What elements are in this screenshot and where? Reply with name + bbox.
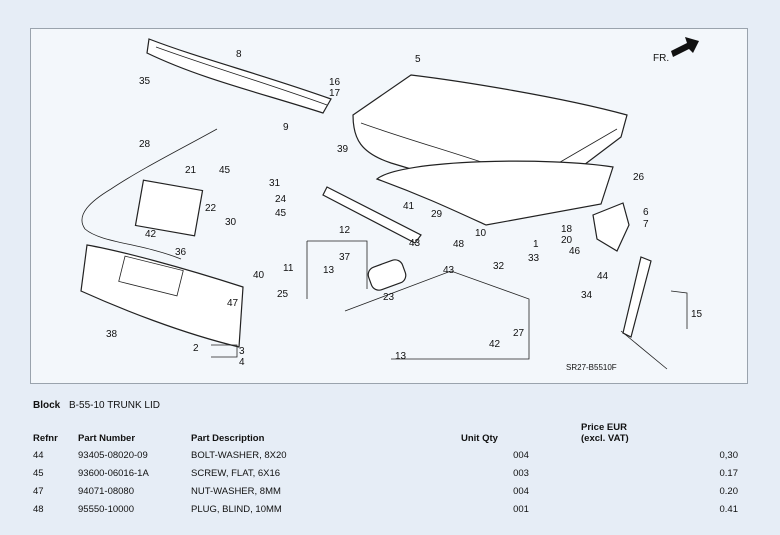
hinge-part xyxy=(592,202,630,252)
callout-label: 28 xyxy=(139,139,151,150)
callout-label: 18 xyxy=(561,224,573,235)
block-info: Block B-55-10 TRUNK LID xyxy=(33,400,160,411)
header-price: Price EUR (excl. VAT) xyxy=(581,420,738,446)
cell-part-number: 95550-10000 xyxy=(78,503,134,515)
cell-refnr: 44 xyxy=(33,449,44,461)
table-row[interactable]: 48 95550-10000 PLUG, BLIND, 10MM 001 0.4… xyxy=(33,500,738,518)
callout-label: 33 xyxy=(528,253,540,264)
callout-label: 45 xyxy=(275,208,287,219)
callout-label: 47 xyxy=(227,298,239,309)
cell-price: 0.41 xyxy=(719,503,739,515)
front-arrow-icon xyxy=(671,37,699,57)
callout-label: 42 xyxy=(145,229,157,240)
header-price-line2: (excl. VAT) xyxy=(581,433,629,444)
callout-label: 13 xyxy=(323,265,335,276)
cell-part-description: SCREW, FLAT, 6X16 xyxy=(191,467,281,479)
cell-part-number: 93405-08020-09 xyxy=(78,449,148,461)
parts-diagram: 8 35 16 17 5 9 FR. 28 39 21 45 31 26 24 … xyxy=(30,28,748,384)
callout-label: 12 xyxy=(339,225,351,236)
cell-unit-qty: 001 xyxy=(513,503,529,515)
callout-label: 40 xyxy=(253,270,265,281)
callout-label: 31 xyxy=(269,178,281,189)
callout-label: 4 xyxy=(239,357,245,368)
callout-label: 11 xyxy=(283,263,294,274)
cell-part-description: BOLT-WASHER, 8X20 xyxy=(191,449,287,461)
callout-label: 36 xyxy=(175,247,187,258)
trim-strip-part xyxy=(322,186,422,244)
callout-label: 48 xyxy=(453,239,465,250)
callout-label: 42 xyxy=(489,339,501,350)
header-part-number: Part Number xyxy=(78,433,136,444)
cell-refnr: 47 xyxy=(33,485,44,497)
callout-label: 34 xyxy=(581,290,593,301)
callout-label: 21 xyxy=(185,165,197,176)
callout-label: 46 xyxy=(569,246,581,257)
header-price-line1: Price EUR xyxy=(581,422,627,433)
table-row[interactable]: 44 93405-08020-09 BOLT-WASHER, 8X20 004 … xyxy=(33,446,738,464)
diagram-code: SR27-B5510F xyxy=(566,363,617,372)
table-row[interactable]: 45 93600-06016-1A SCREW, FLAT, 6X16 003 … xyxy=(33,464,738,482)
weatherstrip-part xyxy=(375,160,614,226)
cell-part-number: 93600-06016-1A xyxy=(78,467,149,479)
cell-part-number: 94071-08080 xyxy=(78,485,134,497)
callout-label: 3 xyxy=(239,346,245,357)
callout-label: 35 xyxy=(139,76,151,87)
cell-price: 0.20 xyxy=(719,485,739,497)
callout-label: 20 xyxy=(561,235,573,246)
gas-spring-part xyxy=(622,256,652,338)
header-refnr: Refnr xyxy=(33,433,58,444)
block-label: Block xyxy=(33,400,61,411)
callout-label: 37 xyxy=(339,252,351,263)
cell-unit-qty: 004 xyxy=(513,485,529,497)
callout-label: 16 xyxy=(329,77,341,88)
callout-label: 23 xyxy=(383,292,395,303)
cell-unit-qty: 004 xyxy=(513,449,529,461)
lock-cylinder-part xyxy=(367,259,407,291)
table-row[interactable]: 47 94071-08080 NUT-WASHER, 8MM 004 0.20 xyxy=(33,482,738,500)
callout-label: 1 xyxy=(533,239,539,250)
release-cable-part xyxy=(81,128,218,260)
callout-label: 27 xyxy=(513,328,525,339)
spoiler-part xyxy=(146,38,332,114)
latch-part xyxy=(134,179,204,237)
callout-label: 41 xyxy=(403,201,415,212)
callout-label: 25 xyxy=(277,289,289,300)
callout-label: 8 xyxy=(236,49,242,60)
callout-label: 24 xyxy=(275,194,287,205)
callout-label: 7 xyxy=(643,219,649,230)
table-header-row: Refnr Part Number Part Description Unit … xyxy=(33,420,738,446)
header-unit-qty: Unit Qty xyxy=(461,433,498,444)
callout-label: 6 xyxy=(643,207,649,218)
callout-label: 5 xyxy=(415,54,421,65)
callout-label: 26 xyxy=(633,172,645,183)
callout-label: 22 xyxy=(205,203,217,214)
cell-refnr: 48 xyxy=(33,503,44,515)
callout-label: 17 xyxy=(329,88,341,99)
cell-unit-qty: 003 xyxy=(513,467,529,479)
callout-label: 9 xyxy=(283,122,289,133)
callout-label: 43 xyxy=(409,238,421,249)
cell-part-description: PLUG, BLIND, 10MM xyxy=(191,503,282,515)
callout-label: 44 xyxy=(597,271,609,282)
exploded-view-drawing: 8 35 16 17 5 9 FR. 28 39 21 45 31 26 24 … xyxy=(80,37,703,372)
callout-label: 32 xyxy=(493,261,505,272)
parts-table: Refnr Part Number Part Description Unit … xyxy=(33,420,738,518)
callout-label: 45 xyxy=(219,165,231,176)
callout-label: 29 xyxy=(431,209,443,220)
callout-label: 10 xyxy=(475,228,487,239)
cell-part-description: NUT-WASHER, 8MM xyxy=(191,485,281,497)
callout-label: 39 xyxy=(337,144,349,155)
header-part-description: Part Description xyxy=(191,433,265,444)
callout-label: 2 xyxy=(193,343,199,354)
callout-label: 38 xyxy=(106,329,118,340)
callout-label: 30 xyxy=(225,217,237,228)
cell-refnr: 45 xyxy=(33,467,44,479)
callout-label: 43 xyxy=(443,265,455,276)
cell-price: 0,30 xyxy=(719,449,739,461)
cell-price: 0.17 xyxy=(719,467,739,479)
callout-label: 15 xyxy=(691,309,703,320)
callout-label: 13 xyxy=(395,351,407,362)
callout-label: FR. xyxy=(653,53,669,64)
block-value: B-55-10 TRUNK LID xyxy=(69,400,160,411)
